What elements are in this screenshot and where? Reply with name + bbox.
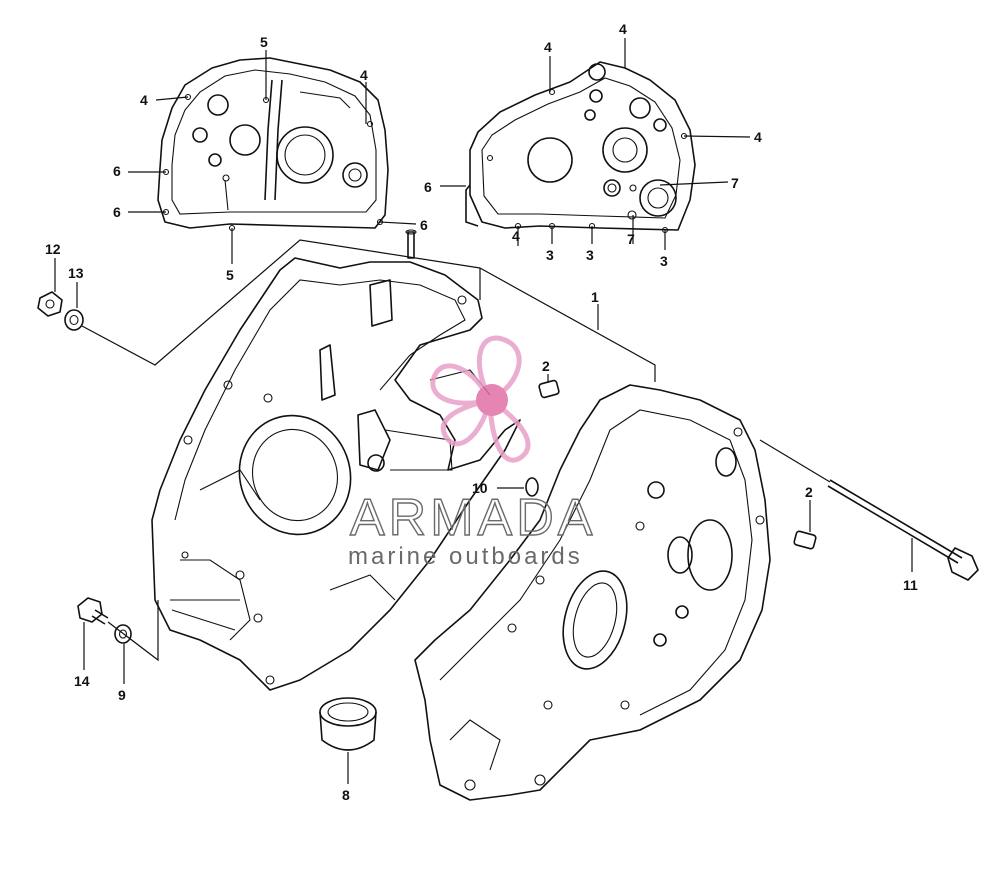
crankcase-left-half: [151, 229, 521, 691]
crankcase-right-half: [414, 384, 771, 801]
callout-5: 5: [260, 34, 268, 50]
callout-3: 3: [660, 253, 668, 269]
callout-4: 4: [619, 21, 627, 37]
callout-3: 3: [586, 247, 594, 263]
armada-logo: [430, 335, 531, 463]
logo-petal: [430, 363, 494, 406]
watermark-brand: ARMADA: [350, 489, 596, 547]
watermark-tagline: marine outboards: [348, 543, 583, 570]
callout-14: 14: [74, 673, 90, 689]
callout-11: 11: [903, 577, 918, 593]
callout-6: 6: [113, 163, 121, 179]
left-crankcase-gasket: [157, 57, 389, 232]
callout-2: 2: [805, 484, 813, 500]
washer: [64, 309, 84, 331]
callout-12: 12: [45, 241, 61, 257]
callout-4: 4: [544, 39, 552, 55]
plug-cap: [319, 697, 377, 751]
crankcase-bolt: [827, 479, 979, 581]
o-ring: [525, 477, 539, 497]
callout-3: 3: [546, 247, 554, 263]
callout-4: 4: [512, 228, 520, 244]
callout-8: 8: [342, 787, 350, 803]
logo-petal: [487, 395, 531, 463]
callout-10: 10: [472, 480, 488, 496]
callout-5: 5: [226, 267, 234, 283]
gasket-washer: [114, 624, 132, 644]
leader-lines: [54, 38, 913, 784]
logo-petal: [476, 335, 522, 404]
callout-7: 7: [731, 175, 739, 191]
callout-4: 4: [360, 67, 368, 83]
logo-petal: [440, 396, 494, 447]
logo-hub: [476, 384, 508, 416]
callout-7: 7: [627, 231, 635, 247]
callout-4: 4: [140, 92, 148, 108]
callout-13: 13: [68, 265, 84, 281]
dowel-pin-upper: [538, 379, 560, 399]
callout-1: 1: [591, 289, 599, 305]
nut: [37, 291, 63, 317]
callout-9: 9: [118, 687, 126, 703]
callout-4: 4: [754, 129, 762, 145]
dowel-pin-lower: [793, 530, 817, 550]
callout-6: 6: [420, 217, 428, 233]
drain-bolt: [77, 597, 109, 625]
right-crankcase-gasket: [465, 61, 696, 234]
callout-labels: 1 2 2 3 3 3 4 4 4 4 4 4 5 5 6 6 6 6 7 7 …: [45, 21, 918, 803]
watermark: ARMADA marine outboards: [348, 488, 596, 570]
callout-6: 6: [424, 179, 432, 195]
callout-6: 6: [113, 204, 121, 220]
callout-2: 2: [542, 358, 550, 374]
